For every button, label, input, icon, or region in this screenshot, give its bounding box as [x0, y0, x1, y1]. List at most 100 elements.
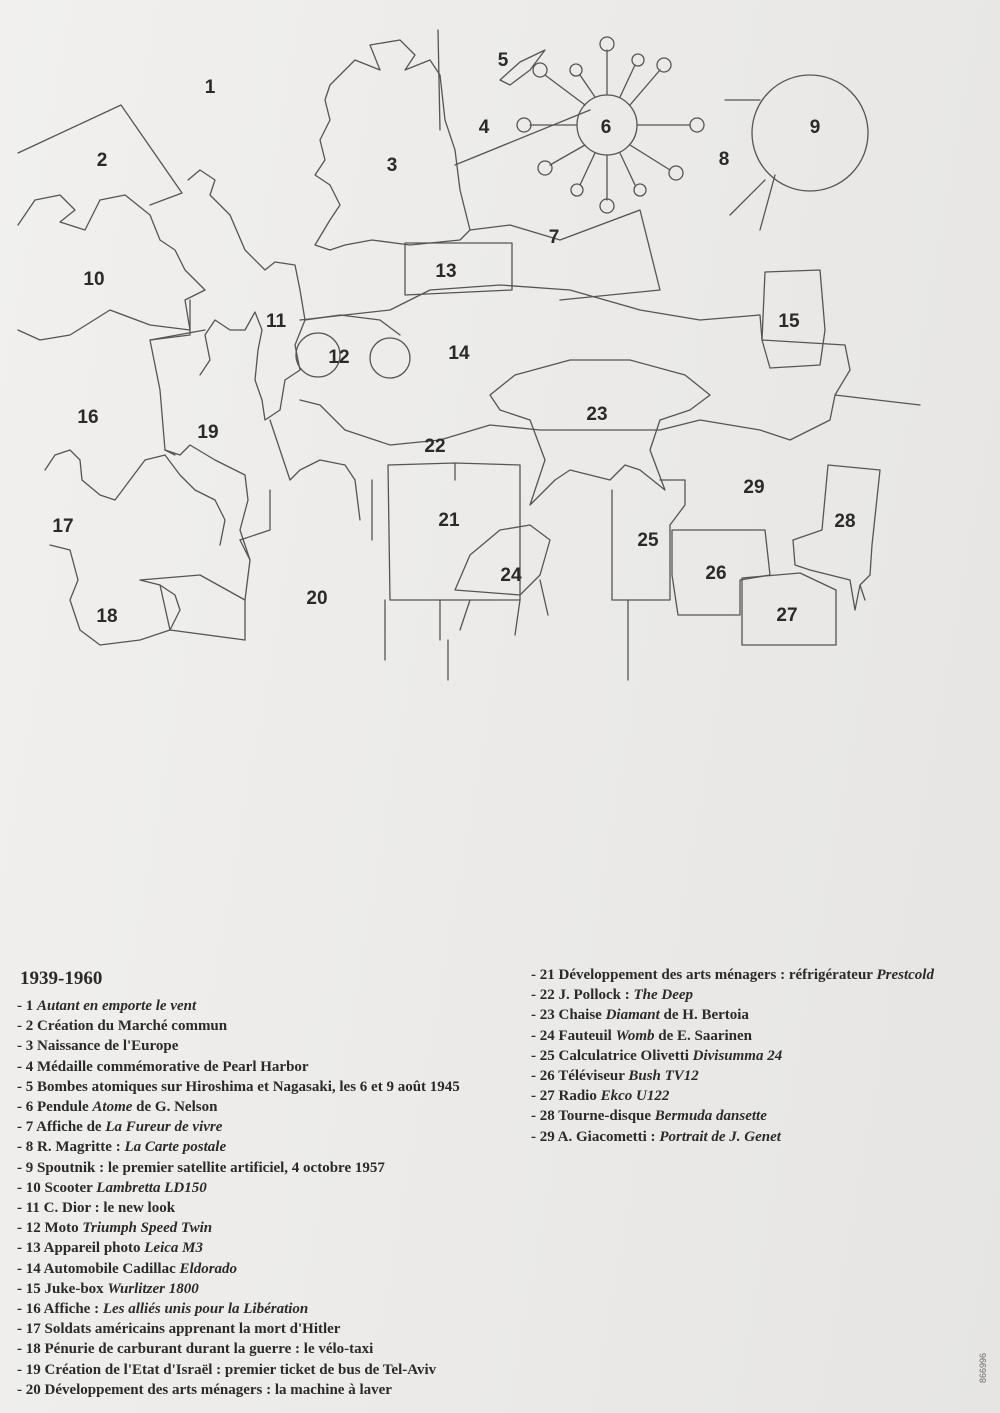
legend-item: - 7 Affiche de La Fureur de vivre	[17, 1117, 460, 1137]
outline-5	[499, 49, 546, 86]
legend-item-text: - 23 Chaise	[531, 1007, 606, 1024]
drawing-number-1: 1	[205, 77, 216, 98]
legend-item-text: - 14 Automobile Cadillac	[17, 1260, 180, 1277]
legend-item: - 8 R. Magritte : La Carte postale	[17, 1137, 460, 1157]
outline-12	[295, 314, 411, 379]
outline-28	[792, 464, 881, 611]
legend-right-column: - 21 Développement des arts ménagers : r…	[531, 965, 934, 1147]
drawing-number-19: 19	[197, 422, 218, 443]
outline-26	[671, 529, 771, 616]
outline-13	[404, 242, 513, 296]
legend-item-title: Lambretta LD150	[96, 1179, 207, 1196]
drawing-number-2: 2	[97, 150, 108, 171]
legend-item: - 15 Juke-box Wurlitzer 1800	[17, 1279, 460, 1299]
outline-2	[17, 104, 183, 206]
legend-item-text: - 24 Fauteuil	[531, 1027, 616, 1044]
drawing-number-29: 29	[743, 477, 764, 498]
legend-item-title: Wurlitzer 1800	[107, 1280, 199, 1297]
legend-item: - 19 Création de l'Etat d'Israël : premi…	[17, 1360, 460, 1380]
outline-drawing	[17, 29, 921, 681]
drawing-number-8: 8	[719, 149, 730, 170]
legend-item-text: - 1	[17, 998, 37, 1014]
legend-item: - 20 Développement des arts ménagers : l…	[17, 1380, 460, 1400]
catalog-stamp: 866996	[978, 1352, 988, 1383]
legend-item: - 26 Téléviseur Bush TV12	[531, 1066, 934, 1086]
legend-item-title: Diamant	[605, 1007, 660, 1024]
outline-10	[17, 194, 206, 341]
drawing-number-3: 3	[387, 155, 398, 176]
outline-24	[454, 524, 551, 636]
legend-item-title: La Carte postale	[124, 1139, 227, 1156]
legend-item-title: Triumph Speed Twin	[82, 1220, 213, 1237]
drawing-number-13: 13	[435, 261, 456, 282]
drawing-number-23: 23	[586, 404, 607, 425]
drawing-number-10: 10	[83, 269, 104, 290]
drawing-number-24: 24	[500, 565, 522, 586]
drawing-number-25: 25	[637, 530, 659, 551]
legend-item-text: - 13 Appareil photo	[17, 1240, 145, 1257]
legend-item-text: - 16 Affiche :	[17, 1301, 103, 1318]
legend-item-text: - 22 J. Pollock :	[531, 987, 634, 1004]
legend-item-text: - 15 Juke-box	[17, 1280, 108, 1297]
legend-item-title: Atome	[92, 1099, 133, 1116]
legend-item: - 28 Tourne-disque Bermuda dansette	[531, 1106, 934, 1126]
outline-27	[741, 572, 837, 646]
legend-item-title: Womb	[615, 1027, 655, 1044]
outline-11	[187, 169, 306, 421]
legend-item-title: Portrait de J. Genet	[659, 1128, 781, 1145]
legend-item: - 29 A. Giacometti : Portrait de J. Gene…	[531, 1127, 934, 1147]
legend-item-text: de G. Nelson	[132, 1099, 218, 1116]
legend-item-text: - 4 Médaille commémorative de Pearl Harb…	[17, 1058, 309, 1075]
legend-item: - 23 Chaise Diamant de H. Bertoia	[531, 1005, 934, 1025]
legend-item-text: - 26 Téléviseur	[531, 1068, 629, 1085]
legend-item: - 17 Soldats américains apprenant la mor…	[17, 1319, 460, 1339]
drawing-number-5: 5	[498, 50, 509, 71]
legend-item: - 21 Développement des arts ménagers : r…	[531, 965, 934, 985]
legend-item-title: Bermuda dansette	[654, 1108, 767, 1125]
legend-item: - 25 Calculatrice Olivetti Divisumma 24	[531, 1046, 934, 1066]
legend-item-text: de E. Saarinen	[654, 1027, 753, 1044]
legend-item-title: Autant en emporte le vent	[37, 998, 197, 1014]
legend-item: - 18 Pénurie de carburant durant la guer…	[17, 1339, 460, 1359]
legend-item-text: - 2 Création du Marché commun	[17, 1018, 228, 1035]
outline-20	[159, 539, 251, 641]
legend-item-text: - 10 Scooter	[17, 1179, 97, 1196]
drawing-number-26: 26	[705, 563, 726, 584]
drawing-number-11: 11	[266, 311, 287, 332]
drawing-number-17: 17	[52, 516, 73, 537]
outline-9	[724, 74, 869, 231]
outline-17	[44, 449, 226, 546]
outline-3	[314, 39, 471, 251]
drawing-number-6: 6	[601, 117, 612, 138]
outline-4	[454, 109, 591, 166]
legend-item-title: Divisumma 24	[692, 1047, 783, 1064]
legend-item-text: - 20 Développement des arts ménagers : l…	[17, 1381, 392, 1398]
outline-23	[489, 359, 711, 506]
legend-item: - 16 Affiche : Les alliés unis pour la L…	[17, 1299, 460, 1319]
legend-item: - 10 Scooter Lambretta LD150	[17, 1178, 460, 1198]
legend-item-text: - 21 Développement des arts ménagers : r…	[531, 967, 877, 983]
legend-item-text: - 18 Pénurie de carburant durant la guer…	[17, 1341, 374, 1358]
legend-item-title: Les alliés unis pour la Libération	[102, 1301, 309, 1318]
legend-item-title: The Deep	[633, 987, 694, 1004]
outline-25	[611, 479, 686, 601]
legend-item-text: - 5 Bombes atomiques sur Hiroshima et Na…	[17, 1078, 460, 1095]
legend-item-title: Bush TV12	[628, 1068, 699, 1085]
drawing-number-22: 22	[424, 436, 445, 457]
legend-item-title: La Fureur de vivre	[105, 1119, 223, 1136]
legend-item-text: - 11 C. Dior : le new look	[17, 1200, 176, 1217]
legend-item: - 13 Appareil photo Leica M3	[17, 1238, 460, 1258]
drawing-number-14: 14	[448, 343, 470, 364]
legend-item-text: de H. Bertoia	[659, 1007, 749, 1024]
legend-item-text: - 25 Calculatrice Olivetti	[531, 1047, 693, 1064]
legend-item-text: - 12 Moto	[17, 1220, 83, 1237]
drawing-number-18: 18	[96, 606, 117, 627]
drawing-number-15: 15	[778, 311, 800, 332]
legend-item: - 12 Moto Triumph Speed Twin	[17, 1218, 460, 1238]
legend-item: - 5 Bombes atomiques sur Hiroshima et Na…	[17, 1077, 460, 1097]
legend-item-text: - 3 Naissance de l'Europe	[17, 1038, 179, 1055]
legend-item: - 14 Automobile Cadillac Eldorado	[17, 1259, 460, 1279]
drawing-number-21: 21	[438, 510, 460, 531]
legend-item-text: - 9 Spoutnik : le premier satellite arti…	[17, 1159, 385, 1176]
drawing-number-27: 27	[776, 605, 797, 626]
